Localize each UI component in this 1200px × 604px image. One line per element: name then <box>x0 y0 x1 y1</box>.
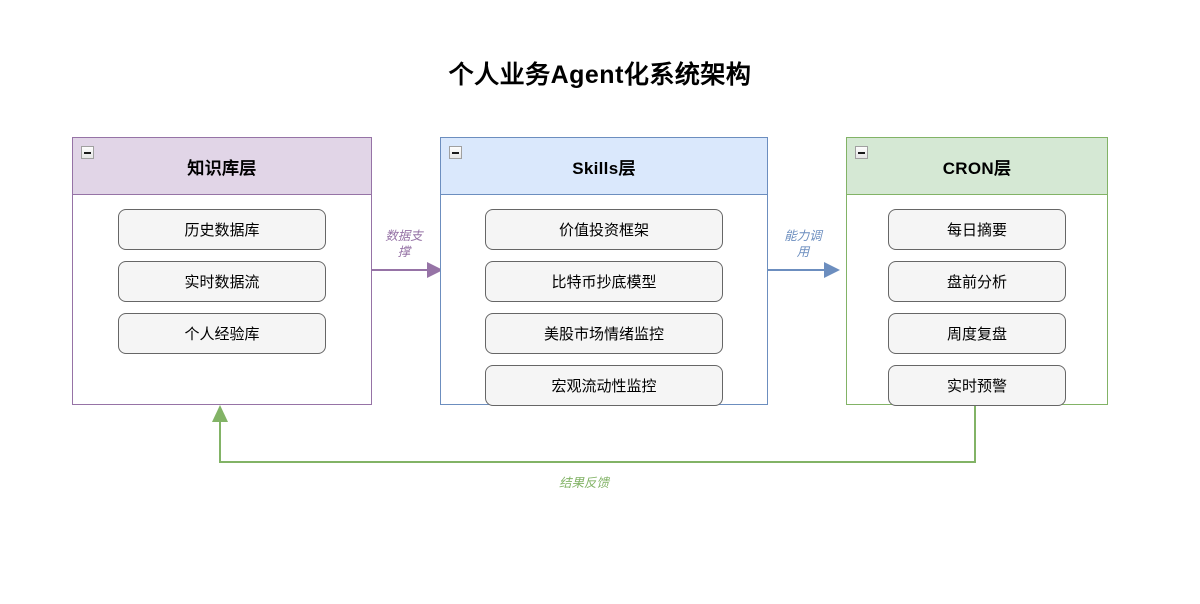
lane-skills-header: Skills层 <box>441 138 767 195</box>
list-item[interactable]: 实时预警 <box>888 365 1066 406</box>
edge-capability-call <box>768 262 840 278</box>
lane-knowledge-title: 知识库层 <box>187 158 257 178</box>
list-item[interactable]: 个人经验库 <box>118 313 326 354</box>
list-item[interactable]: 宏观流动性监控 <box>485 365 723 406</box>
item-list: 历史数据库 实时数据流 个人经验库 <box>73 209 371 354</box>
lane-cron-body: 每日摘要 盘前分析 周度复盘 实时预警 <box>847 195 1107 406</box>
lane-skills-body: 价值投资框架 比特币抄底模型 美股市场情绪监控 宏观流动性监控 <box>441 195 767 406</box>
minus-icon[interactable] <box>855 146 868 159</box>
edge-label-capability-call: 能力调 用 <box>784 229 822 259</box>
minus-icon[interactable] <box>449 146 462 159</box>
minus-icon[interactable] <box>81 146 94 159</box>
edge-result-feedback <box>212 405 976 463</box>
item-list: 每日摘要 盘前分析 周度复盘 实时预警 <box>847 209 1107 406</box>
list-item[interactable]: 历史数据库 <box>118 209 326 250</box>
lane-knowledge-body: 历史数据库 实时数据流 个人经验库 <box>73 195 371 354</box>
edge-label-data-support: 数据支 撑 <box>385 229 423 259</box>
lane-cron[interactable]: CRON层 每日摘要 盘前分析 周度复盘 实时预警 <box>846 137 1108 406</box>
lane-cron-title: CRON层 <box>942 158 1012 178</box>
list-item[interactable]: 周度复盘 <box>888 313 1066 354</box>
page-title: 个人业务Agent化系统架构 <box>448 61 752 89</box>
lane-skills-title: Skills层 <box>572 158 636 178</box>
list-item[interactable]: 价值投资框架 <box>485 209 723 250</box>
edge-data-support <box>372 262 443 278</box>
list-item[interactable]: 每日摘要 <box>888 209 1066 250</box>
lane-knowledge[interactable]: 知识库层 历史数据库 实时数据流 个人经验库 <box>72 137 372 405</box>
list-item[interactable]: 美股市场情绪监控 <box>485 313 723 354</box>
list-item[interactable]: 比特币抄底模型 <box>485 261 723 302</box>
edge-label-result-feedback: 结果反馈 <box>558 476 609 490</box>
list-item[interactable]: 实时数据流 <box>118 261 326 302</box>
lane-cron-header: CRON层 <box>847 138 1107 195</box>
lane-skills[interactable]: Skills层 价值投资框架 比特币抄底模型 美股市场情绪监控 宏观流动性监控 <box>440 137 768 406</box>
list-item[interactable]: 盘前分析 <box>888 261 1066 302</box>
item-list: 价值投资框架 比特币抄底模型 美股市场情绪监控 宏观流动性监控 <box>441 209 767 406</box>
lane-knowledge-header: 知识库层 <box>73 138 371 195</box>
